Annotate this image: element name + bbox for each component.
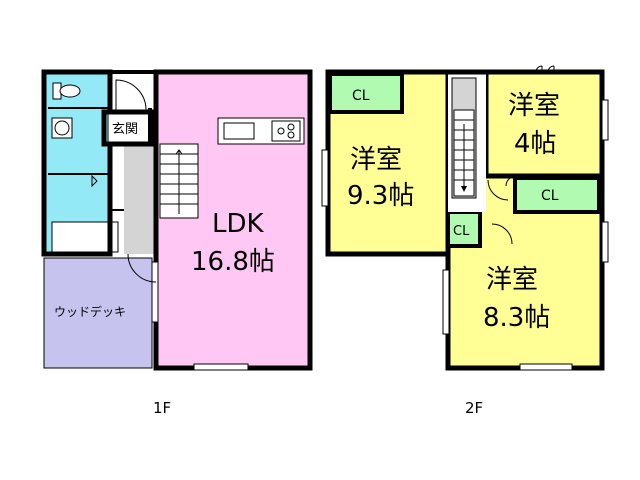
closet-1 [328,72,404,114]
wash-basin-icon [51,117,73,139]
label-entrance: 玄関 [112,122,138,137]
floor-label-1f: 1F [153,399,171,417]
kitchen-counter-icon [217,117,305,145]
label-room-9-3-size: 9.3帖 [347,181,414,211]
floor-1f: 玄関 LDK 16.8帖 ウッドデッキ 1F [41,69,313,417]
closet-2 [513,176,601,214]
wood-deck [43,257,153,369]
room-western-4 [486,72,602,176]
staircase-2f [451,77,477,199]
label-room-8-3: 洋室 [486,265,538,295]
label-closet-1: CL [352,88,370,104]
label-closet-2: CL [541,188,559,204]
floor-label-2f: 2F [465,399,483,417]
floor-2f: CL 洋室 9.3帖 洋室 4帖 CL CL 洋室 8.3帖 2F [321,65,609,417]
label-room-9-3: 洋室 [350,145,402,175]
label-room-4-size: 4帖 [514,129,557,159]
label-wood-deck: ウッドデッキ [54,304,126,319]
hall [124,142,156,254]
toilet-icon [52,82,81,100]
staircase-1f [159,143,199,219]
bathtub-icon [51,221,119,253]
label-room-8-3-size: 8.3帖 [483,303,550,333]
label-ldk: LDK [212,209,265,239]
label-ldk-size: 16.8帖 [191,247,275,277]
label-room-4: 洋室 [508,91,560,121]
label-closet-3: CL [453,224,470,239]
